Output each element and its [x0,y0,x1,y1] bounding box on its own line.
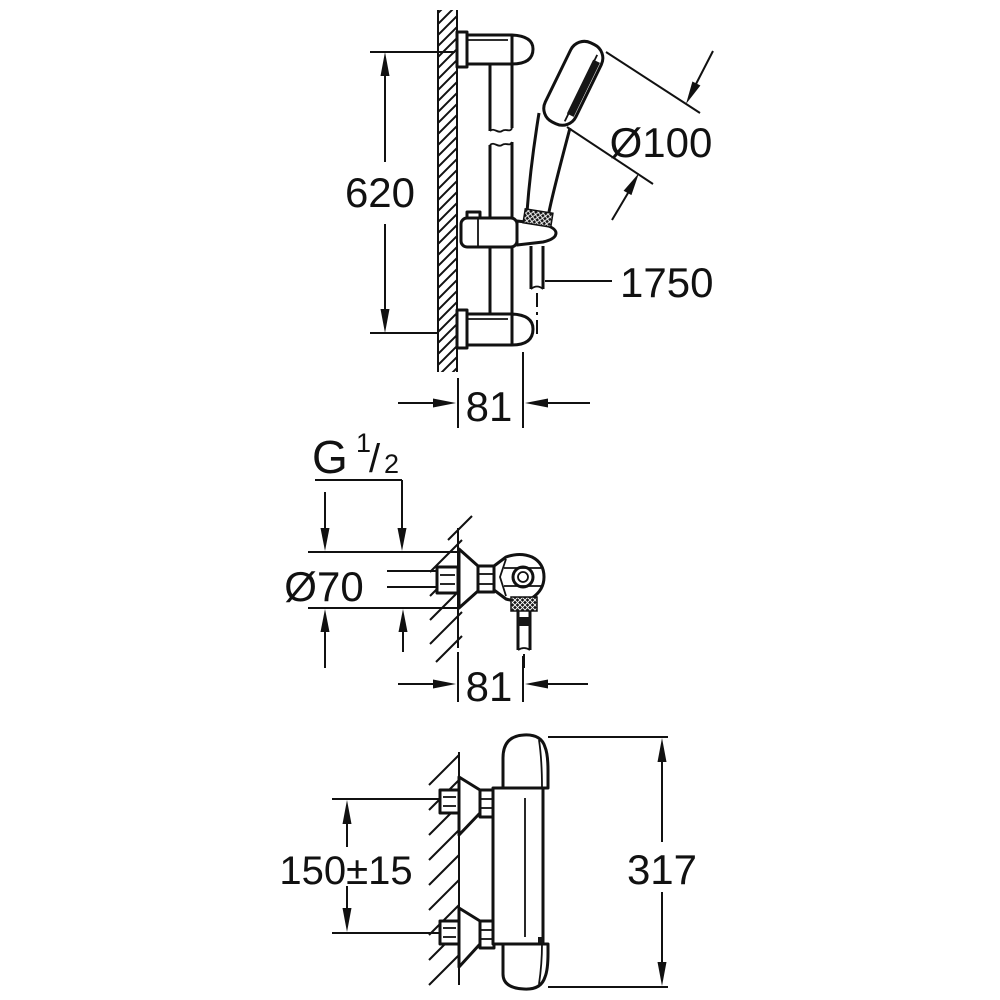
shower-hose [529,246,545,334]
dim-1750-label: 1750 [620,259,713,306]
dim-wall-offset-middle: 81 [398,652,588,710]
hose-nut [522,208,554,228]
dim-150-label: 150±15 [279,849,412,893]
dim-81-top-label: 81 [466,383,513,430]
handle-bottom [501,942,550,991]
wall-section [437,10,458,372]
dim-hose-length: 1750 [545,259,713,306]
view-thermostat: 150±15 317 [279,733,697,991]
thread-sup-label: 1 [356,428,371,458]
dim-rail-height: 620 [345,51,455,334]
hose-coupling-nut [510,596,538,612]
dim-escutcheon-diameter: Ø70 [284,492,459,668]
dim-thread: G 1 / 2 [312,428,407,551]
wall-section-bottom [428,752,460,986]
shower-rail [488,64,514,314]
handle-outer-edge [547,127,572,213]
dim-head-diameter: Ø100 [566,50,714,221]
view-hose-union: G 1 / 2 Ø70 81 [284,428,588,710]
union-hose [516,611,532,670]
thread-slash: / [369,437,381,481]
dim-317-label: 317 [627,846,697,893]
view-shower-rail-set: 620 Ø100 1750 81 [345,10,714,430]
dim-mixer-height: 317 [548,736,697,988]
rail-top-bracket [455,30,535,69]
union-body [457,547,546,612]
dim-d100-label: Ø100 [610,119,713,166]
dim-d70-label: Ø70 [284,563,363,610]
handle-top [501,733,550,790]
thread-g-label: G [312,431,348,483]
rail-bottom-bracket [455,308,535,350]
inlet-top [438,775,496,837]
dim-inlet-spacing: 150±15 [279,798,440,934]
dim-620-label: 620 [345,169,415,216]
hand-shower [522,39,605,228]
supply-pipe [387,565,460,595]
dim-81-middle-label: 81 [466,663,513,710]
thread-sub-label: 2 [384,449,399,479]
slider-holder [459,210,558,249]
dim-wall-offset-top: 81 [398,352,590,430]
mixer-body [491,733,550,991]
handle-inner-edge [525,112,541,213]
